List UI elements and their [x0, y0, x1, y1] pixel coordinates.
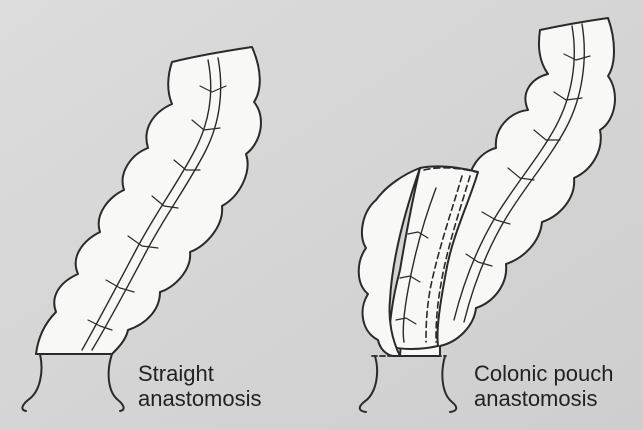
straight-label-line-2: anastomosis [138, 386, 262, 411]
straight-anastomosis-label: Straight anastomosis [138, 361, 262, 411]
straight-label-line-1: Straight [138, 361, 262, 386]
pouch-label-line-1: Colonic pouch [474, 361, 613, 386]
pouch-label-line-2: anastomosis [474, 386, 613, 411]
pouch-anastomosis-label: Colonic pouch anastomosis [474, 361, 613, 411]
